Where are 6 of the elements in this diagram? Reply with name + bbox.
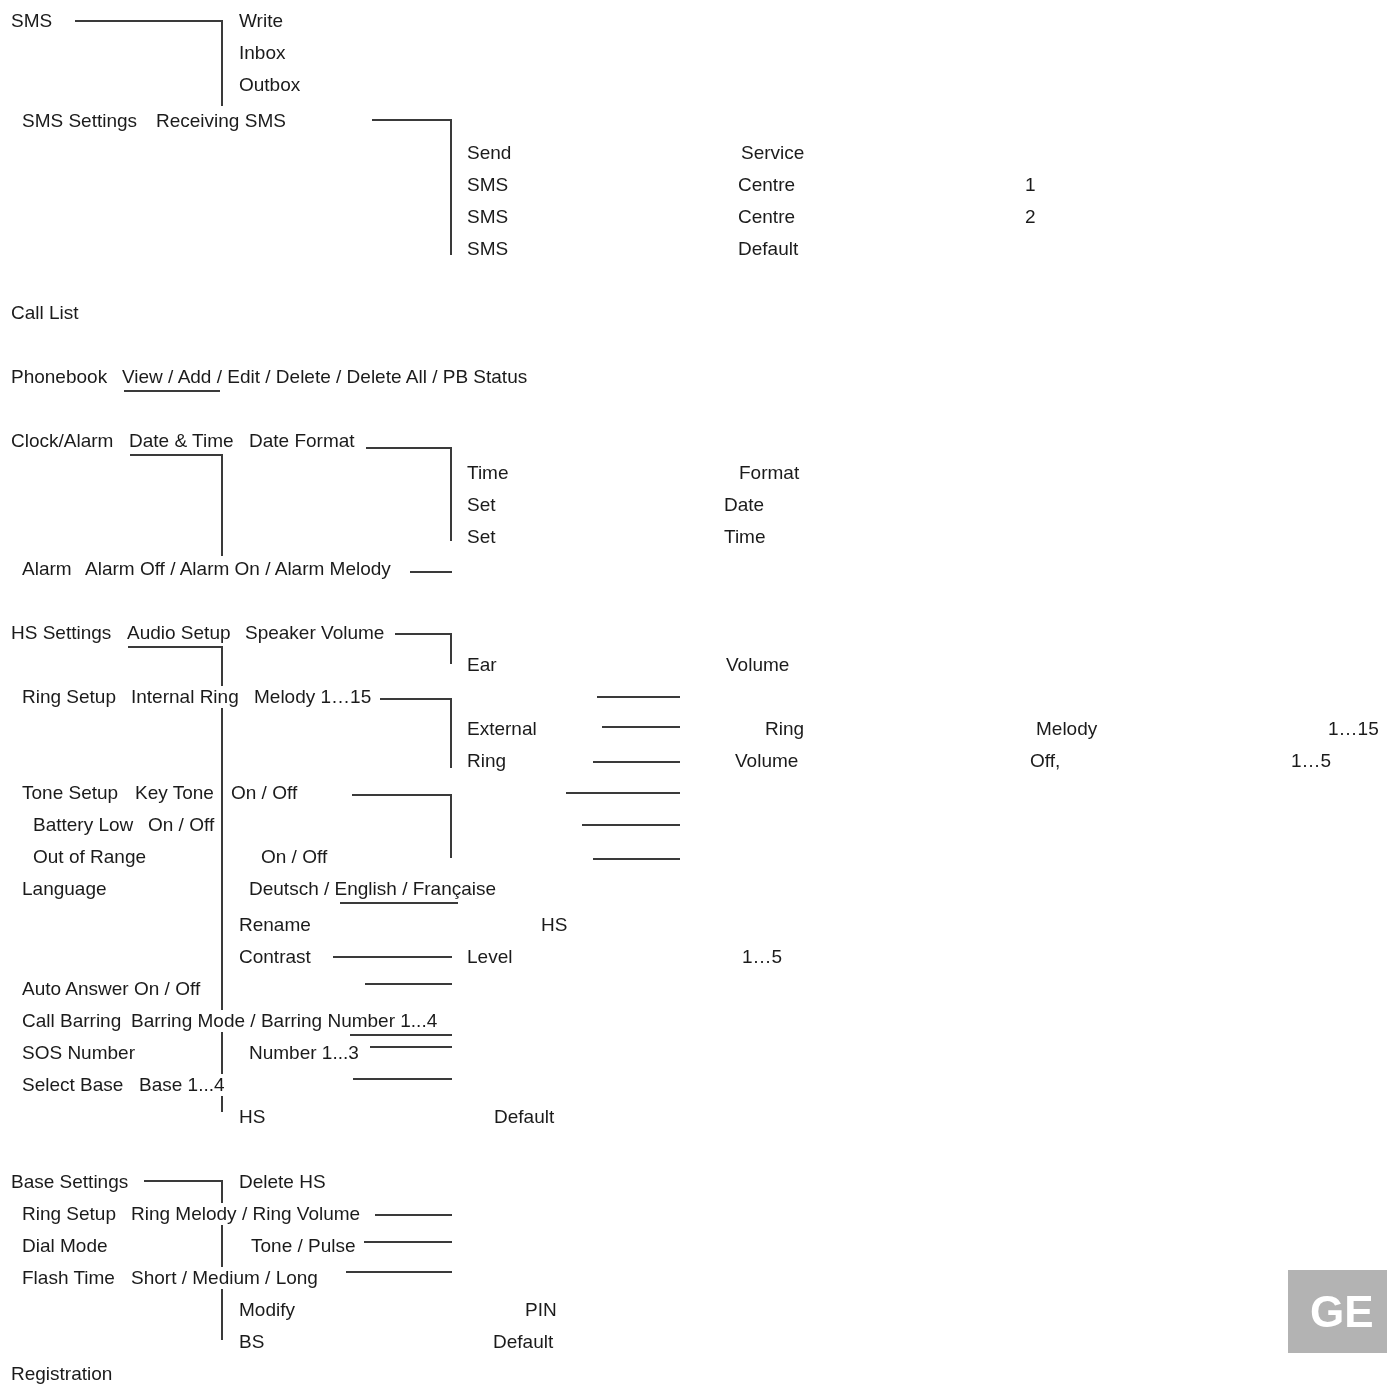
page-tab: GE bbox=[1288, 1270, 1387, 1353]
menu-label: Base 1...4 bbox=[139, 1074, 225, 1096]
menu-label: Barring Mode / Barring Number 1...4 bbox=[131, 1010, 438, 1032]
menu-label: Ring Melody / Ring Volume bbox=[131, 1203, 361, 1225]
menu-label: Short / Medium / Long bbox=[131, 1267, 318, 1289]
menu-label: Internal Ring bbox=[131, 686, 239, 708]
